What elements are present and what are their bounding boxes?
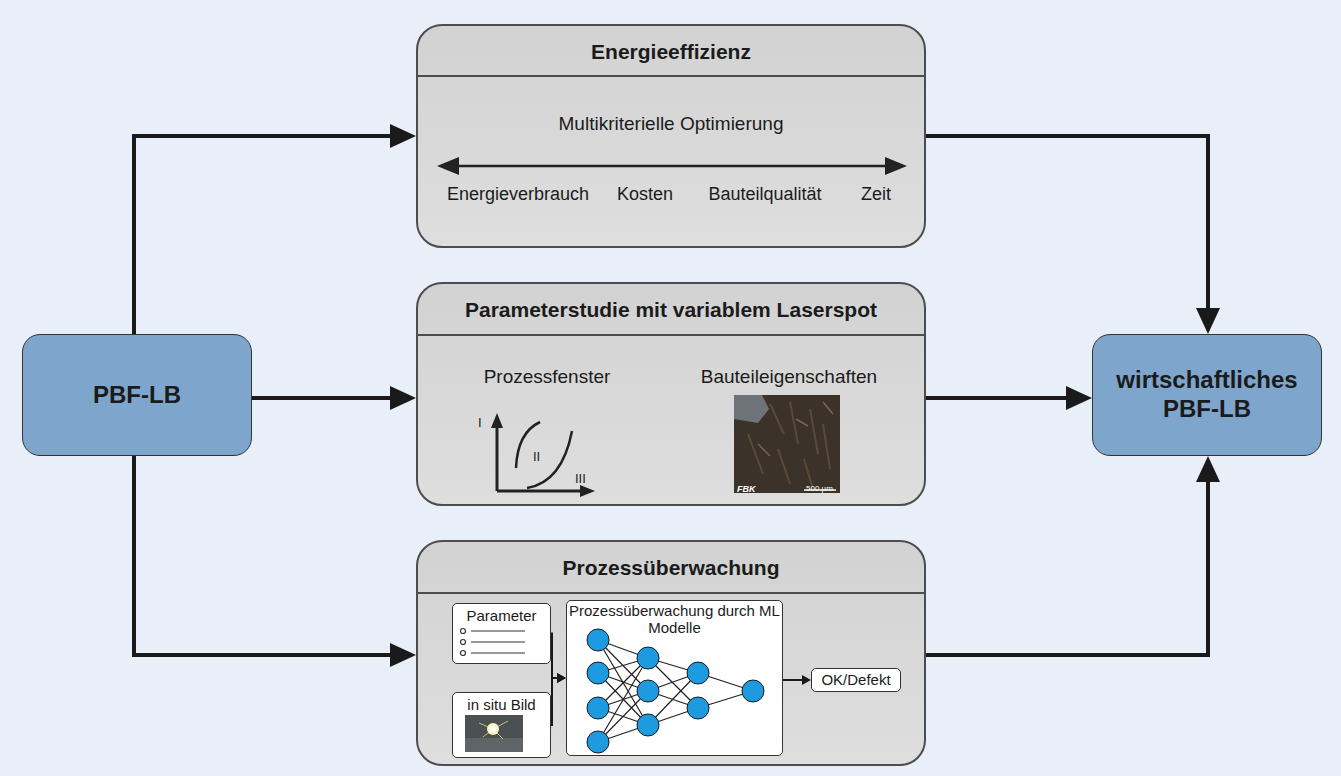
network-neurons [587, 629, 764, 753]
connector-line [134, 456, 390, 655]
parameter-list-icon-part [471, 641, 525, 642]
image-box: in situ Bild [452, 692, 551, 758]
network-neurons-part [587, 731, 609, 753]
network-links [598, 640, 753, 742]
network-neurons-part [637, 680, 659, 702]
arrow-head [1196, 308, 1220, 334]
connector-line [551, 678, 557, 725]
watermark: FBK [737, 484, 756, 495]
region-number: I [478, 415, 482, 431]
process-window-plot-part [491, 413, 503, 428]
panel-heading: Parameterstudie mit variablem Laserspot [465, 297, 877, 322]
header-divider [418, 592, 924, 594]
input-box: Parameter [452, 603, 551, 664]
arrow-head [390, 643, 416, 667]
model-box: Prozessüberwachung durch ML Modelle [566, 600, 783, 756]
connector-line [926, 482, 1208, 655]
arrow-head [390, 386, 416, 410]
process-window-plot-part [496, 426, 499, 491]
parameter-list-icon-part [461, 651, 466, 656]
process-window-plot-part [527, 431, 572, 488]
process-window-plot-part [580, 485, 595, 497]
connector-arrow [926, 386, 1092, 410]
connector-line [783, 679, 802, 681]
arrow-head [557, 673, 566, 683]
parameter-list-icon-part [471, 630, 525, 631]
network-neurons-part [687, 662, 709, 684]
connector-arrow [551, 673, 566, 725]
connector-line [926, 396, 1066, 400]
arrow-head [390, 124, 416, 148]
arrow-head [557, 673, 566, 683]
in-situ-photo-part [487, 723, 499, 735]
connector-arrow [134, 124, 416, 334]
box-label: OK/Defekt [821, 671, 890, 689]
start-box: PBF-LB [22, 334, 252, 456]
network-neurons-part [742, 680, 764, 702]
header-divider [418, 75, 924, 77]
arrow-head [437, 157, 459, 175]
in-situ-photo-part [465, 738, 523, 752]
criterion-label: Energieverbrauch [447, 184, 589, 206]
connector-arrow [551, 634, 566, 684]
sub-heading: Bauteileigenschaften [701, 366, 877, 389]
network-neurons-part [637, 714, 659, 736]
network-neurons-part [587, 629, 609, 651]
in-situ-photo-part [479, 721, 508, 739]
arrow-head [1066, 386, 1092, 410]
connector-line [134, 136, 390, 334]
axis-title: Multikriterielle Optimierung [559, 113, 784, 136]
process-window-plot-part [516, 422, 540, 468]
criterion-label: Kosten [617, 184, 673, 206]
network-neurons-part [687, 697, 709, 719]
parameter-panel: Parameterstudie mit variablem LaserspotP… [416, 282, 926, 506]
parameter-list-icon-part [471, 652, 525, 653]
result-box: OK/Defekt [811, 668, 901, 692]
connector-arrow [926, 456, 1220, 655]
panel-heading: Energieeffizienz [591, 39, 751, 64]
in-situ-photo-part [465, 715, 523, 752]
process-window-plot-part [497, 490, 582, 493]
arrow-shaft [456, 165, 888, 168]
network-neurons-part [587, 662, 609, 684]
panel-heading: Prozessüberwachung [562, 555, 779, 580]
parameter-list-icon-part [461, 640, 466, 645]
connector-line [551, 634, 557, 679]
box-label: Prozessüberwachung durch ML Modelle [567, 603, 782, 637]
region-number: III [575, 471, 586, 487]
box-label: Parameter [453, 607, 550, 625]
connector-arrow [926, 136, 1220, 334]
sub-heading: Prozessfenster [484, 366, 611, 389]
scale-label: 500 µm [806, 484, 833, 494]
box-label: in situ Bild [453, 696, 550, 714]
network-neurons-part [637, 647, 659, 669]
in-situ-photo-part [490, 726, 496, 732]
connector-line [926, 136, 1208, 308]
region-number: II [533, 449, 540, 465]
criterion-label: Zeit [861, 184, 891, 206]
micrograph-part [734, 395, 769, 423]
micrograph [734, 395, 840, 493]
result-main-box: wirtschaftliches PBF-LB [1092, 334, 1322, 456]
process-window-plot [491, 413, 595, 497]
monitoring-panel: Prozessüberwachung Parameter in situ Bil… [416, 540, 926, 766]
arrow-head [1196, 456, 1220, 482]
arrow-head [802, 675, 811, 685]
micrograph-part [734, 395, 840, 493]
connector-line [252, 396, 390, 400]
micrograph-part [758, 402, 833, 456]
header-divider [418, 334, 924, 336]
connector-arrow [252, 386, 416, 410]
parameter-list-icon-part [461, 629, 466, 634]
box-title: PBF-LB [93, 381, 181, 410]
arrow-head [885, 157, 907, 175]
connector-arrow [134, 456, 416, 667]
energy-panel: EnergieeffizienzMultikriterielle Optimie… [416, 24, 926, 248]
network-neurons-part [587, 697, 609, 719]
connector-arrow [783, 675, 811, 685]
box-title: wirtschaftliches PBF-LB [1107, 366, 1307, 424]
criterion-label: Bauteilqualität [708, 184, 821, 206]
